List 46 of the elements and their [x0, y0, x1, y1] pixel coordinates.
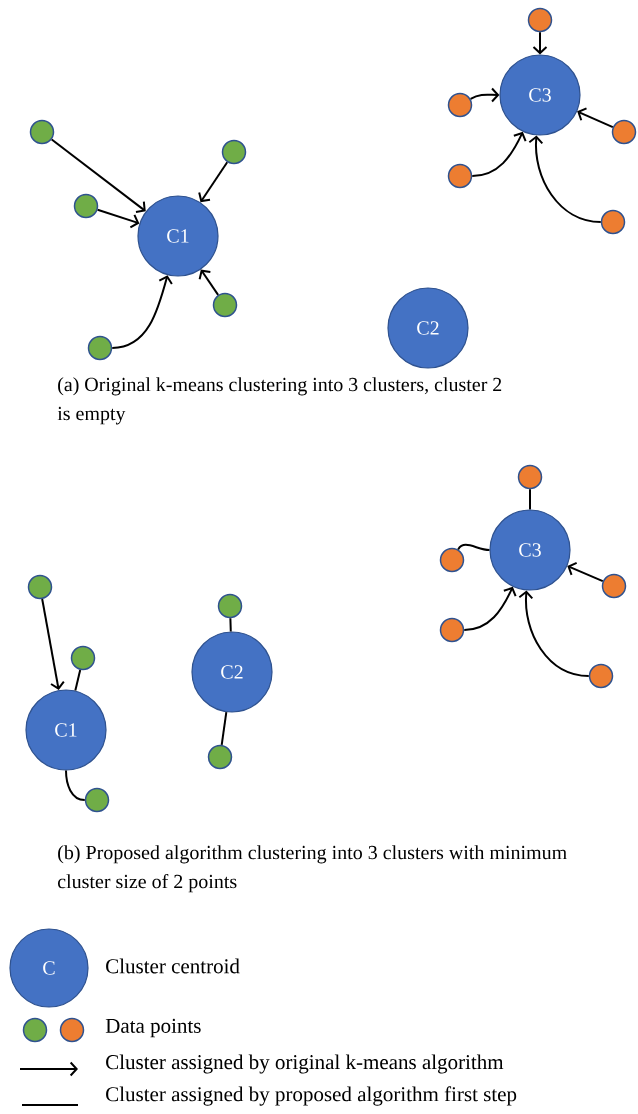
data-point — [84, 787, 110, 813]
data-point — [611, 119, 637, 145]
connector-line — [220, 711, 228, 746]
arrow — [567, 561, 604, 583]
data-point — [600, 209, 626, 235]
legend-text: Cluster centroid — [106, 958, 240, 974]
data-point — [207, 744, 233, 770]
caption: (b) Proposed algorithm clustering into 3 clusters with minimum cluster size of 2 points — [57, 845, 567, 893]
data-point — [517, 464, 543, 490]
connector-line — [457, 543, 491, 551]
legend-text: Cluster assigned by proposed algorithm first step — [106, 1086, 517, 1106]
connector-line — [74, 668, 82, 692]
arrow — [577, 107, 614, 129]
data-point — [439, 547, 465, 573]
connector-line — [229, 617, 232, 633]
arrow — [532, 31, 548, 55]
arrow — [96, 208, 140, 229]
connector-line — [529, 488, 531, 511]
arrow — [469, 87, 500, 103]
arrow — [471, 131, 527, 177]
connector-line — [65, 769, 86, 801]
data-point — [212, 292, 238, 318]
data-point — [73, 193, 99, 219]
arrow — [50, 138, 146, 213]
data-point — [447, 92, 473, 118]
arrow — [111, 275, 173, 349]
arrow — [41, 598, 65, 691]
arrow — [198, 269, 220, 296]
data-point — [447, 163, 473, 189]
data-point — [601, 573, 627, 599]
data-point — [87, 335, 113, 361]
arrow — [528, 135, 602, 223]
caption: (a) Original k-means clustering into 3 clusters, cluster 2 is empty — [57, 377, 502, 425]
arrow — [518, 590, 590, 677]
legend-text: Data points — [105, 1018, 201, 1038]
data-point — [588, 663, 614, 689]
data-point — [221, 139, 247, 165]
arrow — [463, 586, 517, 631]
data-point — [217, 593, 243, 619]
data-point — [439, 617, 465, 643]
legend-text: Cluster assigned by original k-means algorithm — [106, 1054, 504, 1074]
arrow — [198, 161, 229, 203]
data-point — [29, 119, 55, 145]
data-point — [27, 574, 53, 600]
data-point — [70, 645, 96, 671]
data-point — [527, 7, 553, 33]
